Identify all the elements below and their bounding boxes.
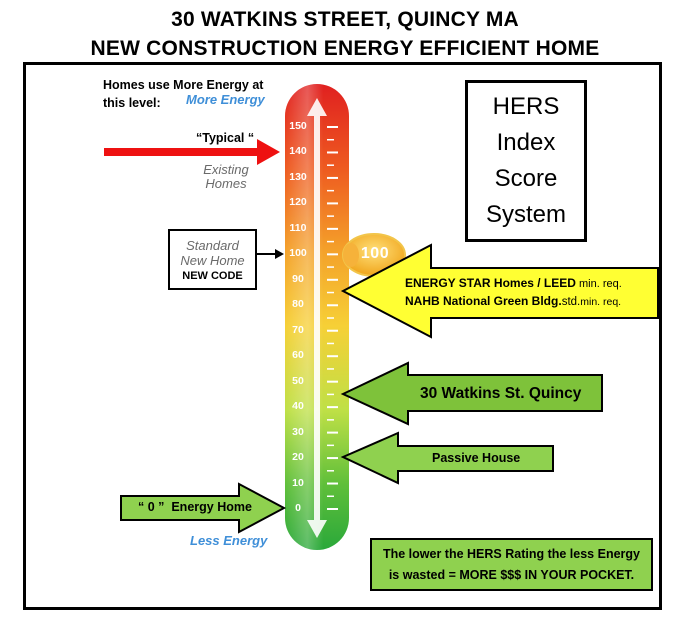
- passive-label: Passive House: [432, 451, 521, 465]
- tick-label-90: 90: [292, 272, 304, 285]
- scale-double-arrow: [307, 98, 327, 538]
- new-code-label: NEW CODE: [182, 270, 243, 282]
- title-line-2: NEW CONSTRUCTION ENERGY EFFICIENT HOME: [90, 37, 600, 60]
- tick-label-130: 130: [289, 170, 307, 183]
- tick-label-100: 100: [289, 247, 307, 260]
- title-line-1: 30 WATKINS STREET, QUINCY MA: [171, 8, 519, 31]
- hers-title-box: HERS Index Score System: [465, 80, 587, 242]
- badge-100: [342, 233, 406, 277]
- scale-ticks: [327, 126, 338, 510]
- energy-star-min: min. req.: [575, 278, 622, 290]
- hers-line-4: System: [485, 201, 566, 228]
- tick-label-0: 0: [295, 502, 301, 514]
- tick-label-10: 10: [292, 476, 304, 489]
- energy-star-line-1: ENERGY STAR Homes / LEED min. req.: [405, 276, 622, 290]
- tick-label-110: 110: [289, 221, 307, 234]
- tick-label-20: 20: [292, 451, 304, 464]
- homes-use-label: Homes use More Energy at: [103, 78, 264, 92]
- energy-star-line-2: NAHB National Green Bldg.std.min. req.: [405, 294, 621, 308]
- tick-label-140: 140: [289, 145, 307, 158]
- energy-star-arrow: [340, 243, 659, 339]
- badge-100-label: 100: [360, 245, 390, 262]
- note-line-1: The lower the HERS Rating the less Energ…: [382, 547, 640, 561]
- tick-label-150: 150: [289, 120, 307, 132]
- standard-label: Standard: [186, 238, 239, 253]
- hers-line-1: HERS: [492, 93, 560, 120]
- standard-new-home-box: Standard New Home NEW CODE: [168, 229, 257, 290]
- energy-star-title: ENERGY STAR Homes / LEED: [405, 276, 576, 290]
- tick-label-70: 70: [292, 323, 304, 336]
- zero-energy-label: “ 0 ” Energy Home: [138, 500, 252, 514]
- this-level-label: this level:: [103, 96, 161, 110]
- existing-label: Existing: [203, 162, 249, 177]
- hers-line-3: Score: [494, 165, 558, 192]
- note-line-2: is wasted = MORE $$$ IN YOUR POCKET.: [388, 568, 635, 582]
- zero-energy-arrow: [120, 482, 287, 534]
- new-home-label: New Home: [180, 253, 245, 268]
- watkins-arrow: [340, 361, 603, 426]
- tick-label-60: 60: [292, 349, 304, 362]
- tick-label-50: 50: [292, 374, 304, 387]
- savings-note: The lower the HERS Rating the less Energ…: [370, 538, 653, 591]
- tick-label-80: 80: [292, 298, 304, 311]
- typical-red-arrow: [104, 139, 280, 165]
- standard-arrow-head: [275, 249, 284, 259]
- typical-label: “Typical “: [196, 131, 255, 145]
- chart-frame: [23, 62, 662, 610]
- nahb-min: min. req.: [580, 296, 622, 308]
- less-energy-label: Less Energy: [190, 533, 268, 548]
- tick-label-30: 30: [292, 425, 304, 438]
- tick-label-40: 40: [292, 400, 304, 413]
- homes-label: Homes: [205, 176, 247, 191]
- tick-label-120: 120: [289, 196, 307, 209]
- hers-line-2: Index: [496, 129, 556, 156]
- nahb-std: std.: [561, 296, 581, 308]
- passive-arrow: [340, 431, 554, 485]
- watkins-label: 30 Watkins St. Quincy: [420, 385, 582, 402]
- more-energy-label: More Energy: [186, 92, 265, 107]
- nahb-title: NAHB National Green Bldg.: [405, 294, 562, 308]
